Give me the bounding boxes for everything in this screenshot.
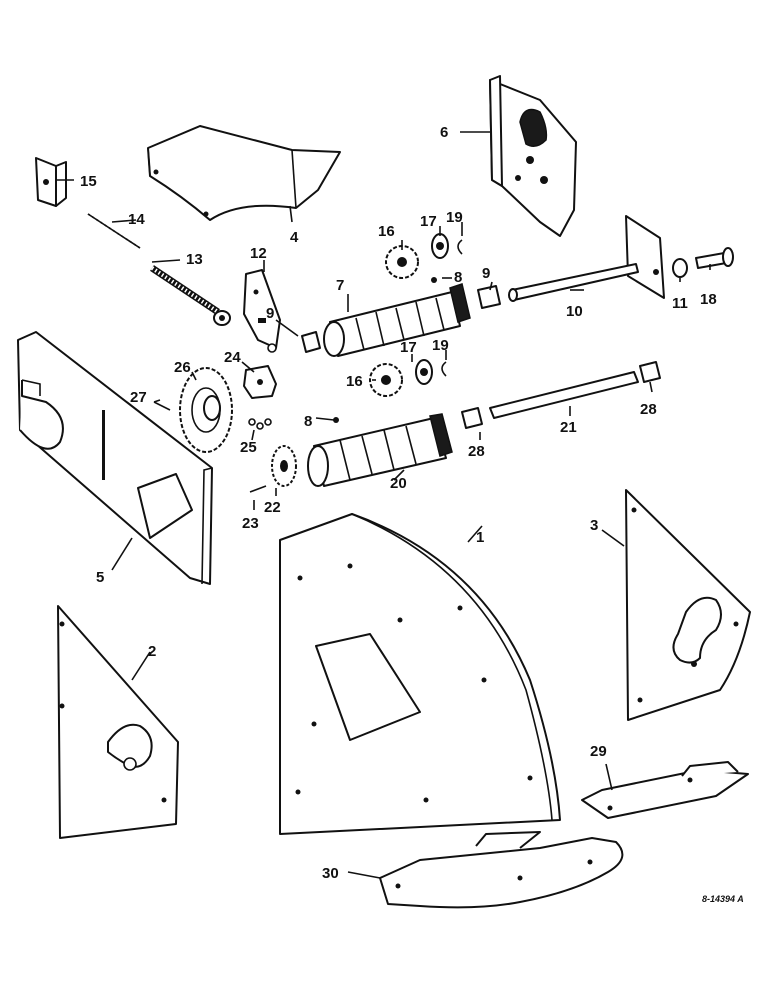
part-2-side-plate: [57, 605, 179, 839]
label-30: 30: [322, 865, 339, 882]
label-23: 23: [242, 515, 259, 532]
label-3: 3: [590, 517, 598, 534]
label-27: 27: [130, 389, 147, 406]
label-6: 6: [440, 124, 448, 141]
part-11-bushing: [672, 258, 688, 278]
label-19a: 19: [446, 209, 463, 226]
label-16b: 16: [346, 373, 363, 390]
part-30-bottom-plate: [379, 831, 624, 909]
part-24-tensioner: [243, 365, 277, 399]
part-9-spacer-left: [301, 331, 321, 353]
label-22: 22: [264, 499, 281, 516]
label-29: 29: [590, 743, 607, 760]
part-29-bracket: [581, 761, 749, 819]
part-26-sprocket-large: [179, 367, 233, 453]
part-21-shaft: [489, 371, 639, 419]
label-17b: 17: [400, 339, 417, 356]
part-10-shaft: [508, 215, 665, 302]
part-12-plate: [243, 269, 281, 353]
part-16-gear-upper: [385, 245, 419, 279]
label-28b: 28: [640, 401, 657, 418]
label-16a: 16: [378, 223, 395, 240]
label-12: 12: [250, 245, 267, 262]
part-14-spring: [87, 213, 141, 249]
part-17-bearing-lower: [415, 359, 433, 385]
part-27-pin: [153, 401, 171, 411]
leader-lines: [56, 131, 711, 879]
callout-labels: 15 14 13 4 6 12 16 17 19 8 7 9 9 10 11 1…: [80, 124, 744, 904]
label-8b: 8: [304, 413, 312, 430]
part-15-bracket: [35, 157, 67, 207]
label-5: 5: [96, 569, 104, 586]
label-21: 21: [560, 419, 577, 436]
part-16-gear-lower: [369, 363, 403, 397]
label-15: 15: [80, 173, 97, 190]
label-9a: 9: [266, 305, 274, 322]
part-28-bushing-right: [639, 361, 661, 383]
label-11: 11: [672, 295, 688, 312]
part-9-spacer-right: [477, 285, 501, 309]
label-24: 24: [224, 349, 241, 366]
label-18: 18: [700, 291, 717, 308]
label-8a: 8: [454, 269, 462, 286]
label-19b: 19: [432, 337, 449, 354]
part-28-bushing-left: [461, 407, 483, 429]
part-3-side-plate: [625, 489, 751, 721]
part-25-chain-link: [248, 418, 272, 430]
part-19-snap-ring-lower: [441, 361, 447, 377]
label-2: 2: [148, 643, 156, 660]
label-1: 1: [476, 529, 484, 546]
part-13-eyebolt: [150, 265, 231, 326]
part-19-snap-ring-upper: [457, 239, 463, 255]
part-22-sprocket-small: [271, 445, 297, 487]
label-28a: 28: [468, 443, 485, 460]
label-7: 7: [336, 277, 344, 294]
part-1-housing: [279, 513, 561, 835]
part-7-roller: [323, 283, 471, 357]
part-4-deflector: [147, 125, 341, 221]
label-4: 4: [290, 229, 299, 246]
label-26: 26: [174, 359, 191, 376]
part-8-fitting-lower: [333, 417, 339, 423]
part-17-bearing-upper: [431, 233, 449, 259]
label-17a: 17: [420, 213, 437, 230]
part-18-pin: [695, 247, 734, 269]
part-8-fitting-upper: [431, 277, 437, 283]
label-13: 13: [186, 251, 203, 268]
drawing-code: 8-14394 A: [702, 894, 744, 904]
label-9b: 9: [482, 265, 490, 282]
part-23-bolt: [249, 485, 267, 493]
part-6-side-plate: [489, 75, 577, 237]
part-20-roller: [307, 413, 453, 487]
part-5-side-panel: [17, 331, 213, 585]
label-20: 20: [390, 475, 407, 492]
label-14: 14: [128, 211, 145, 228]
label-10: 10: [566, 303, 583, 320]
label-25: 25: [240, 439, 257, 456]
